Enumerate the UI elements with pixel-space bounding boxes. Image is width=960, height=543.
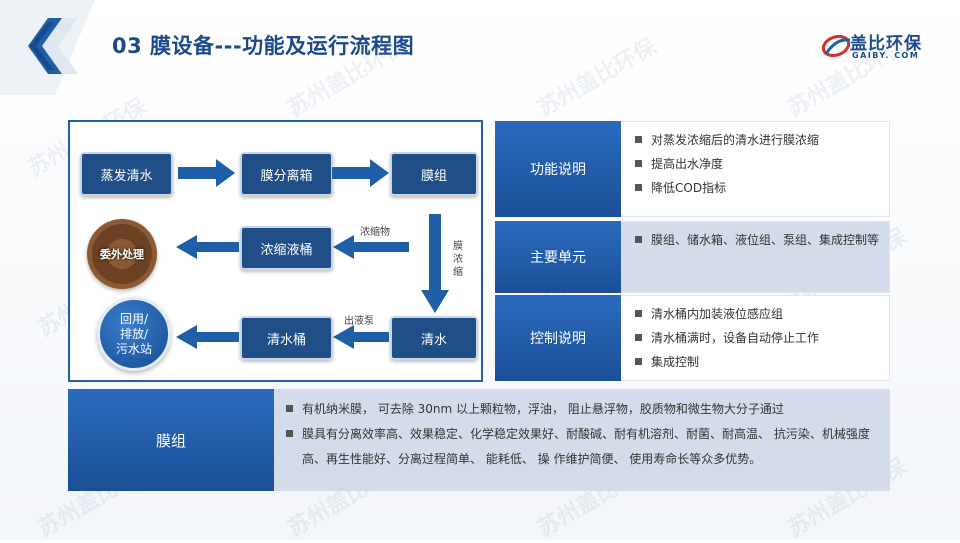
concentrate-label: 浓缩物: [360, 227, 390, 238]
info-row-units: 主要单元 膜组、储水箱、液位组、泵组、集成控制等: [495, 221, 890, 293]
membrane-title: 膜组: [68, 389, 274, 491]
membrane-body: 有机纳米膜， 可去除 30nm 以上颗粒物，浮油， 阻止悬浮物，胶质物和微生物大…: [274, 389, 890, 491]
list-item: 膜具有分离效率高、效果稳定、化学稳定效果好、耐酸碱、耐有机溶剂、耐菌、耐高温、 …: [286, 422, 880, 472]
list-item: 膜组、储水箱、液位组、泵组、集成控制等: [635, 228, 879, 252]
control-title: 控制说明: [495, 295, 621, 381]
control-body: 清水桶内加装液位感应组 清水桶满时，设备自动停止工作 集成控制: [621, 295, 890, 381]
reuse-discharge-station: 回用/ 排放/ 污水站: [97, 297, 171, 371]
info-row-control: 控制说明 清水桶内加装液位感应组 清水桶满时，设备自动停止工作 集成控制: [495, 295, 890, 381]
info-row-function: 功能说明 对蒸发浓缩后的清水进行膜浓缩 提高出水净度 降低COD指标: [495, 121, 890, 217]
membrane-concentrate-label: 膜 浓 缩: [453, 241, 463, 278]
arrow-right-icon: [178, 159, 235, 187]
list-item: 对蒸发浓缩后的清水进行膜浓缩: [635, 128, 879, 152]
list-item: 降低COD指标: [635, 176, 879, 200]
logo-domain: GAIBY. COM: [852, 51, 920, 60]
arrow-down-icon: [421, 214, 449, 313]
function-title: 功能说明: [495, 121, 621, 217]
list-item: 有机纳米膜， 可去除 30nm 以上颗粒物，浮油， 阻止悬浮物，胶质物和微生物大…: [286, 397, 880, 422]
units-body: 膜组、储水箱、液位组、泵组、集成控制等: [621, 221, 890, 293]
units-title: 主要单元: [495, 221, 621, 293]
node-evap-water: 蒸发清水: [80, 152, 173, 196]
arrow-left-icon: [176, 235, 239, 259]
node-clean-water-tank: 清水桶: [240, 316, 333, 360]
list-item: 提高出水净度: [635, 152, 879, 176]
node-membrane-group: 膜组: [390, 152, 478, 196]
flow-diagram: 蒸发清水 膜分离箱 膜组 膜 浓 缩 浓缩物 浓缩液桶 委外处理 清水 出液泵 …: [68, 120, 483, 382]
list-item: 清水桶内加装液位感应组: [635, 302, 879, 326]
arrow-left-icon: [333, 325, 389, 349]
page-title: 03 膜设备---功能及运行流程图: [112, 34, 415, 58]
node-membrane-tank: 膜分离箱: [240, 152, 333, 196]
node-clean-water: 清水: [390, 316, 478, 360]
arrow-right-icon: [332, 159, 389, 187]
function-body: 对蒸发浓缩后的清水进行膜浓缩 提高出水净度 降低COD指标: [621, 121, 890, 217]
arrow-left-icon: [176, 325, 239, 349]
node-concentrate-tank: 浓缩液桶: [240, 226, 333, 270]
arrow-left-icon: [333, 235, 409, 259]
list-item: 集成控制: [635, 350, 879, 374]
logo-brand: 盖比环保: [850, 34, 922, 54]
list-item: 清水桶满时，设备自动停止工作: [635, 326, 879, 350]
outlet-pump-label: 出液泵: [344, 316, 374, 327]
logo-swoosh-icon: [821, 34, 851, 58]
company-logo: 盖比环保 GAIBY. COM: [820, 28, 930, 72]
outsource-disposal: 委外处理: [87, 219, 157, 289]
watermark: 苏州盖比环保: [533, 34, 661, 122]
membrane-panel: 膜组 有机纳米膜， 可去除 30nm 以上颗粒物，浮油， 阻止悬浮物，胶质物和微…: [68, 389, 890, 491]
corner-decoration: [0, 0, 95, 95]
